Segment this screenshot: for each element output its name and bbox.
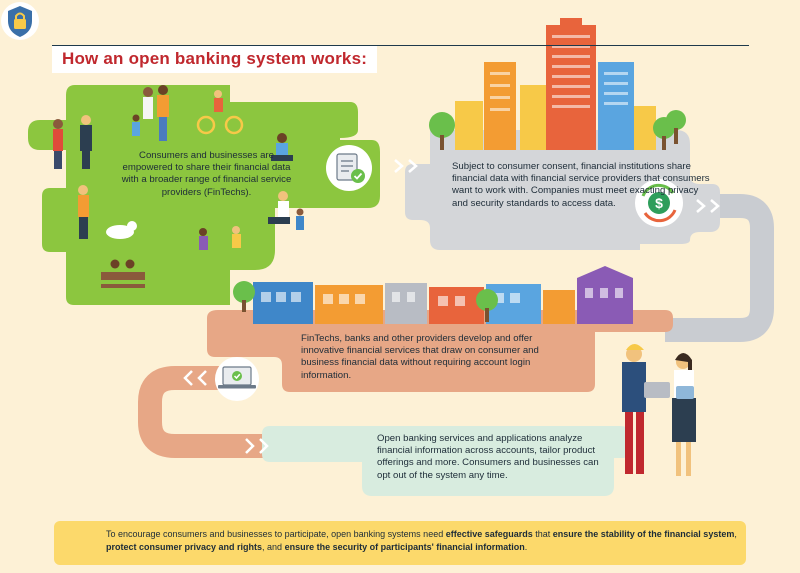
safeguards-text: To encourage consumers and businesses to… (106, 528, 738, 554)
document-check-icon (326, 145, 372, 191)
city-skyline-illustration (429, 18, 686, 150)
footer-text-2: that (532, 529, 553, 539)
footer-text-1: To encourage consumers and businesses to… (106, 529, 446, 539)
zone-institutions (405, 130, 720, 250)
footer-text-5: . (524, 542, 528, 552)
step-4-text: Open banking services and applications a… (377, 433, 599, 481)
title-divider (52, 45, 749, 46)
zone-consumers (28, 85, 380, 305)
footer-text-3: , (734, 529, 737, 539)
footer-bold-safeguards: effective safeguards (445, 529, 533, 539)
padlock-shield-icon (1, 2, 39, 40)
footer-bold-stability: ensure the stability of the financial sy… (552, 529, 735, 539)
dollar-symbol: $ (655, 195, 663, 211)
connector-path-left (138, 366, 270, 458)
safeguards-banner (54, 521, 746, 565)
footer-bold-security: ensure the security of participants' fin… (284, 542, 525, 552)
professionals-illustration (622, 344, 696, 476)
zone-services (262, 426, 632, 496)
consumers-illustration (53, 85, 304, 288)
step-2-text: Subject to consumer consent, financial i… (452, 161, 710, 209)
footer-bold-privacy: protect consumer privacy and rights (106, 542, 263, 552)
step-1-text: Consumers and businesses are empowered t… (121, 150, 292, 198)
footer-text-4: , and (262, 542, 285, 552)
step-3-text: FinTechs, banks and other providers deve… (301, 333, 539, 381)
page-title: How an open banking system works: (52, 46, 378, 73)
zone-providers (207, 310, 673, 392)
laptop-check-icon (215, 357, 259, 401)
connector-path-right (665, 194, 774, 342)
dollar-cycle-icon (635, 179, 683, 227)
flow-arrows (183, 159, 720, 454)
storefronts-illustration (233, 266, 633, 324)
